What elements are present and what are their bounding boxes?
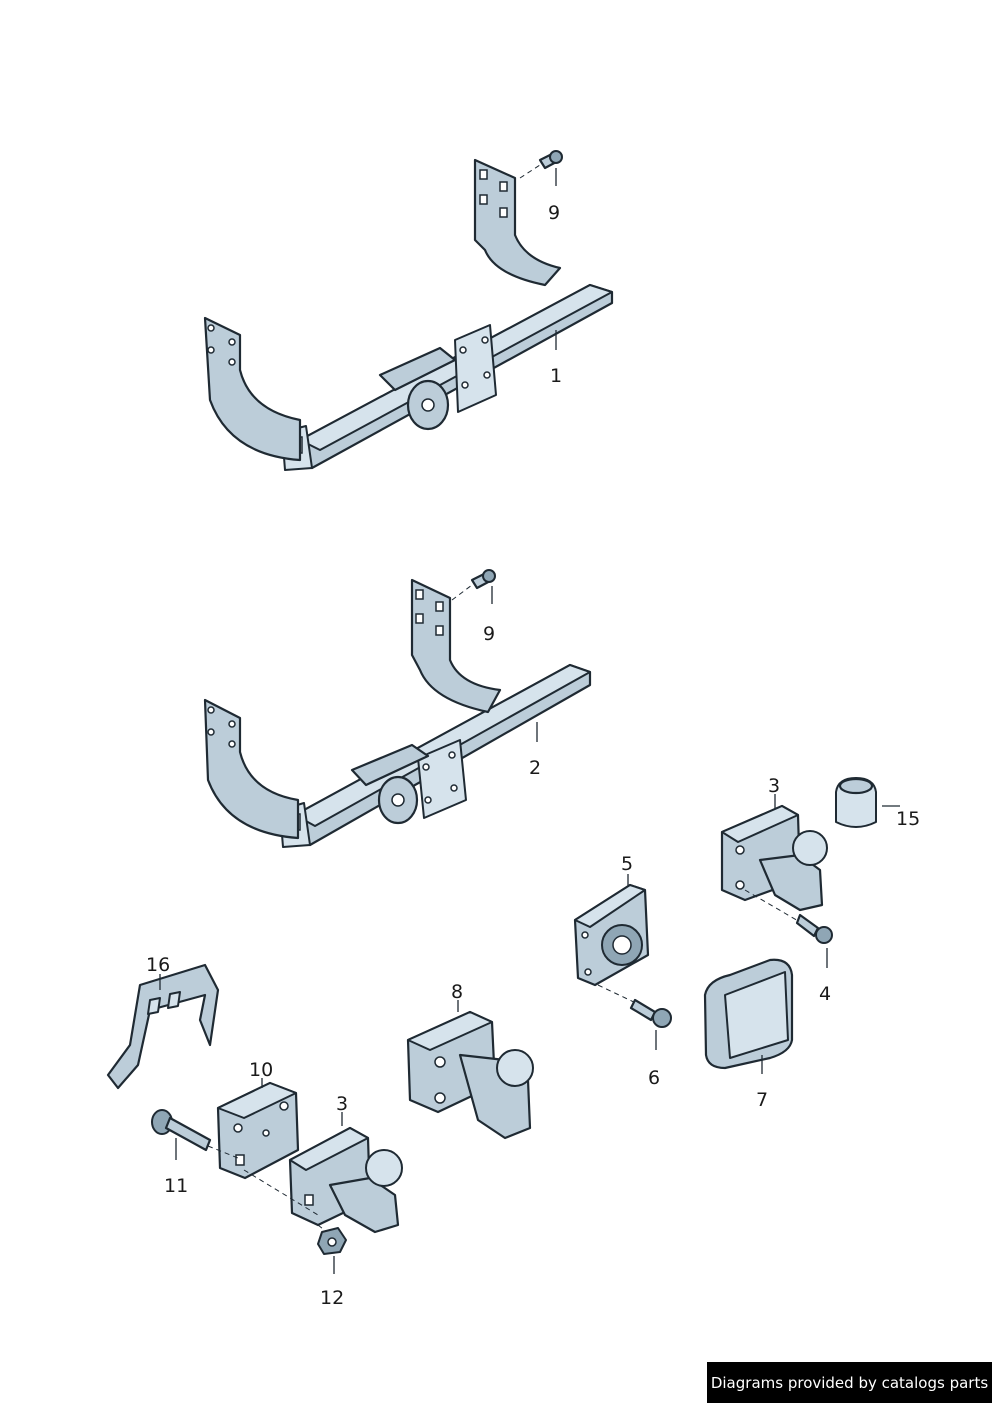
crossmember-2	[203, 578, 592, 848]
callout-3-right: 3	[768, 775, 780, 797]
callout-11: 11	[164, 1175, 188, 1197]
callout-7: 7	[756, 1089, 768, 1111]
callout-8: 8	[451, 981, 463, 1003]
callout-4: 4	[819, 983, 831, 1005]
ball-coupling-3-right	[720, 804, 828, 912]
screw-6	[597, 984, 672, 1028]
screw-9-upper	[519, 150, 563, 179]
callout-10: 10	[249, 1059, 273, 1081]
callout-5: 5	[621, 853, 633, 875]
cap-15	[835, 777, 877, 828]
crossmember-1	[203, 158, 614, 471]
callout-2: 2	[529, 757, 541, 779]
callout-15: 15	[896, 808, 920, 830]
ball-coupling-3-left	[243, 1126, 403, 1234]
cover-7	[703, 958, 794, 1070]
callout-6: 6	[648, 1067, 660, 1089]
credit-banner: Diagrams provided by catalogs parts	[707, 1362, 992, 1403]
plate-10	[216, 1081, 300, 1180]
callout-12: 12	[320, 1287, 344, 1309]
nut-12	[317, 1224, 347, 1255]
screw-9-lower	[451, 569, 496, 601]
callout-9-lower: 9	[483, 623, 495, 645]
coupling-unit-8	[406, 1010, 534, 1140]
screw-4	[744, 889, 833, 944]
callout-3-left: 3	[336, 1093, 348, 1115]
leader-lines	[159, 168, 900, 1274]
bolt-11	[151, 1109, 239, 1159]
callout-1: 1	[550, 365, 562, 387]
mounting-plate-5	[573, 883, 650, 987]
callout-labels: 9 1 9 2 3 15 5 4 6 7 8 16 10 11 3 12	[146, 202, 920, 1309]
callout-9-upper: 9	[548, 202, 560, 224]
callout-16: 16	[146, 954, 170, 976]
bracket-16	[106, 963, 220, 1090]
